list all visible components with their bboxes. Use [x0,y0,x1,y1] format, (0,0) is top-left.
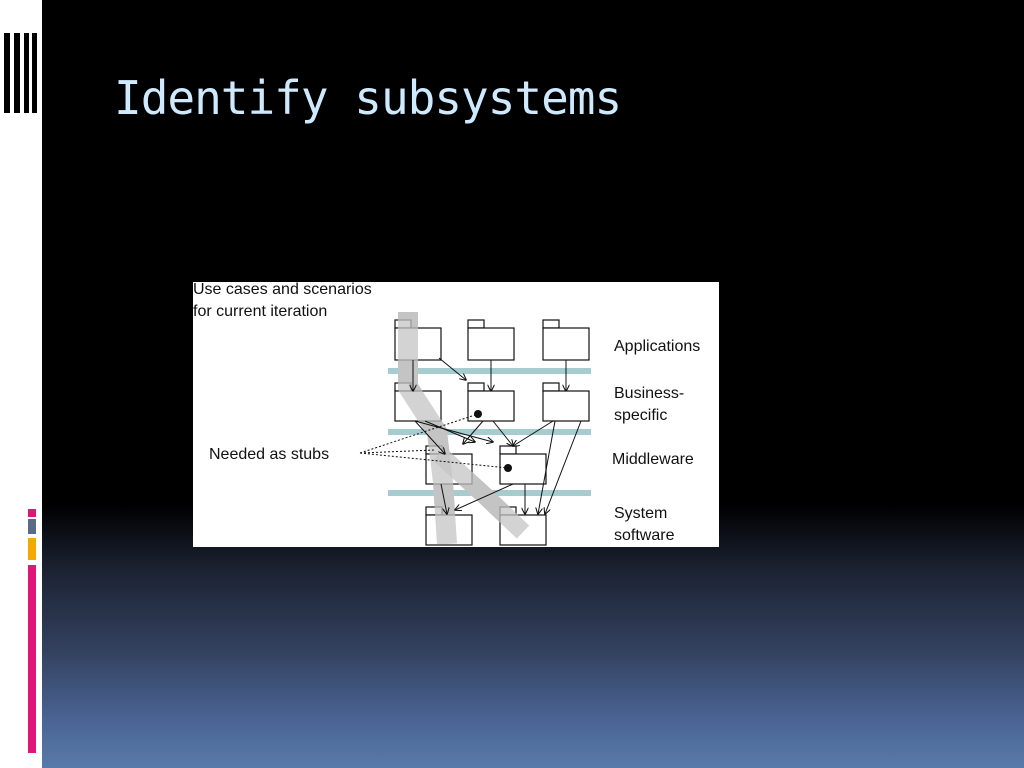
package-applications-2 [467,319,515,361]
subsystems-diagram: Use cases and scenarios for current iter… [193,282,719,547]
stub-callout-lines [359,413,509,469]
side-stripes [4,33,38,113]
diagram-caption-line2: for current iteration [193,303,327,320]
layer-label-business-line2: specific [614,407,667,424]
side-stripe [4,33,10,113]
dependency-arrows [413,357,582,514]
accent-bar-magenta [28,565,36,753]
layer-label-system-line2: software [614,527,675,544]
layer-label-system-line1: System [614,505,667,522]
diagram-svg: Use cases and scenarios for current iter… [193,282,700,546]
accent-block-slate [28,519,36,534]
stubs-label: Needed as stubs [209,446,329,463]
side-stripe [32,33,37,113]
layer-label-business-line1: Business- [614,385,684,402]
layer-band-business [388,429,591,435]
layer-label-applications: Applications [614,338,700,355]
accent-block-orange [28,538,36,560]
diagram-caption-line1: Use cases and scenarios [193,282,372,298]
scenario-path-branch-overlay [432,447,530,539]
side-stripe [14,33,20,113]
side-stripe [24,33,29,113]
accent-block-magenta [28,509,36,517]
slide-title: Identify subsystems [114,71,622,125]
slide-side-decoration [0,0,42,768]
package-applications-3 [542,319,590,361]
layer-band-applications [388,368,591,374]
layer-label-middleware: Middleware [612,451,694,468]
package-business-3 [542,382,590,422]
